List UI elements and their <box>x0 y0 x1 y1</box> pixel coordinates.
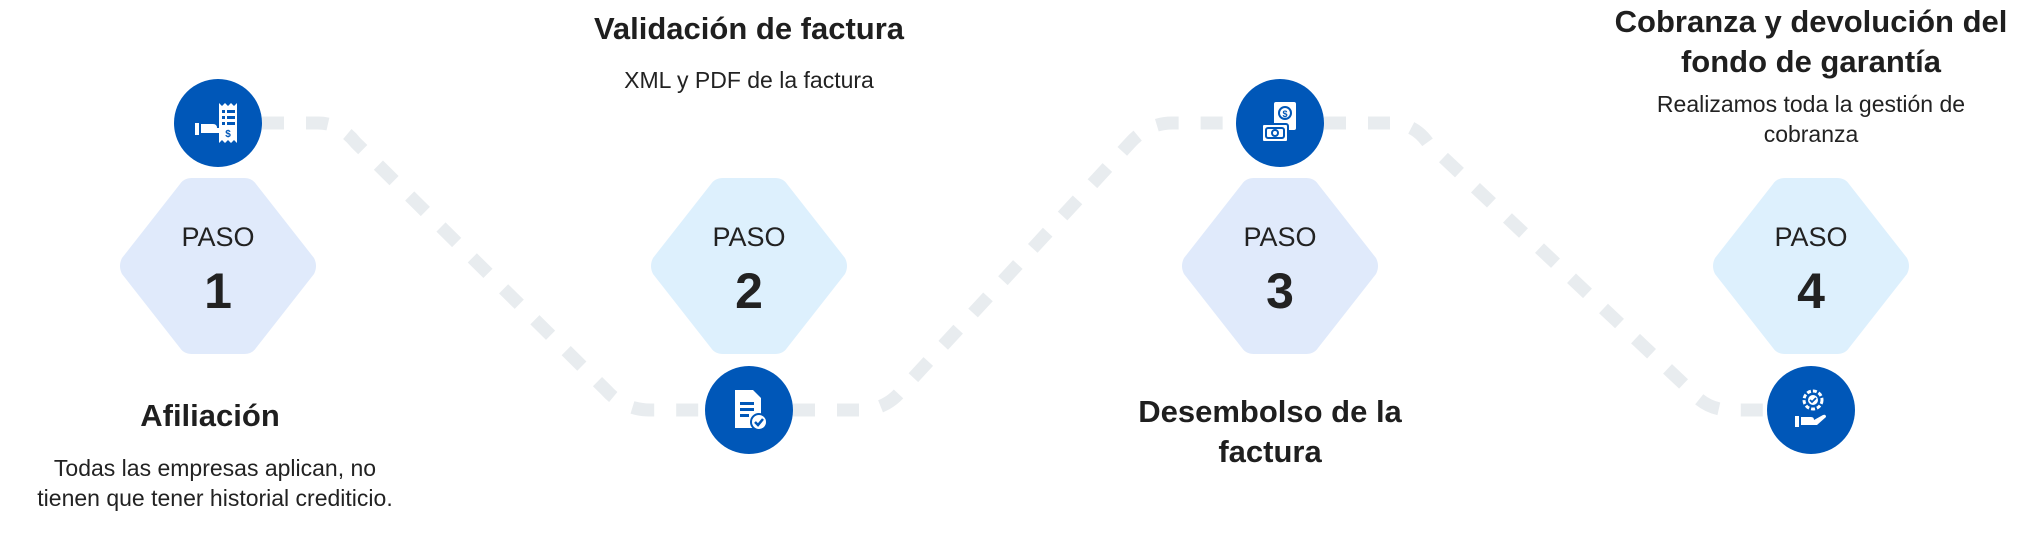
step-2-icon-circle <box>705 366 793 454</box>
step-1-icon-circle: $ <box>174 79 262 167</box>
step-3-number: 3 <box>1266 263 1294 319</box>
step-1-title: Afiliación <box>140 398 280 433</box>
step-1-description: Todas las empresas aplican, no tienen qu… <box>37 455 393 511</box>
step-2-title: Validación de factura <box>593 11 905 46</box>
svg-text:$: $ <box>1282 109 1287 119</box>
step-3-title: Desembolso de la factura <box>1138 394 1402 469</box>
step-3-hexagon: PASO 3 <box>1180 178 1380 354</box>
step-1-number: 1 <box>204 263 232 319</box>
step-4-icon-circle <box>1767 366 1855 454</box>
step-4-title: Cobranza y devolución del fondo de garan… <box>1614 4 2008 79</box>
step-4-number: 4 <box>1797 263 1825 319</box>
step-2-description: XML y PDF de la factura <box>624 67 874 93</box>
hand-receipt-icon: $ <box>195 103 237 143</box>
step-1-hexagon: PASO 1 <box>118 178 318 354</box>
step-4-paso-label: PASO <box>1774 222 1848 252</box>
step-4-hexagon: PASO 4 <box>1711 178 1911 354</box>
document-check-icon <box>735 390 768 431</box>
step-3-icon-circle: $ <box>1236 79 1324 167</box>
money-bills-icon: $ <box>1261 102 1296 143</box>
step-2-number: 2 <box>735 263 763 319</box>
step-2-hexagon: PASO 2 <box>649 178 849 354</box>
step-4-description: Realizamos toda la gestión de cobranza <box>1656 91 1966 147</box>
hand-badge-icon <box>1795 389 1826 427</box>
step-3-paso-label: PASO <box>1243 222 1317 252</box>
step-1-paso-label: PASO <box>181 222 255 252</box>
step-2-paso-label: PASO <box>712 222 786 252</box>
svg-text:$: $ <box>225 129 231 140</box>
